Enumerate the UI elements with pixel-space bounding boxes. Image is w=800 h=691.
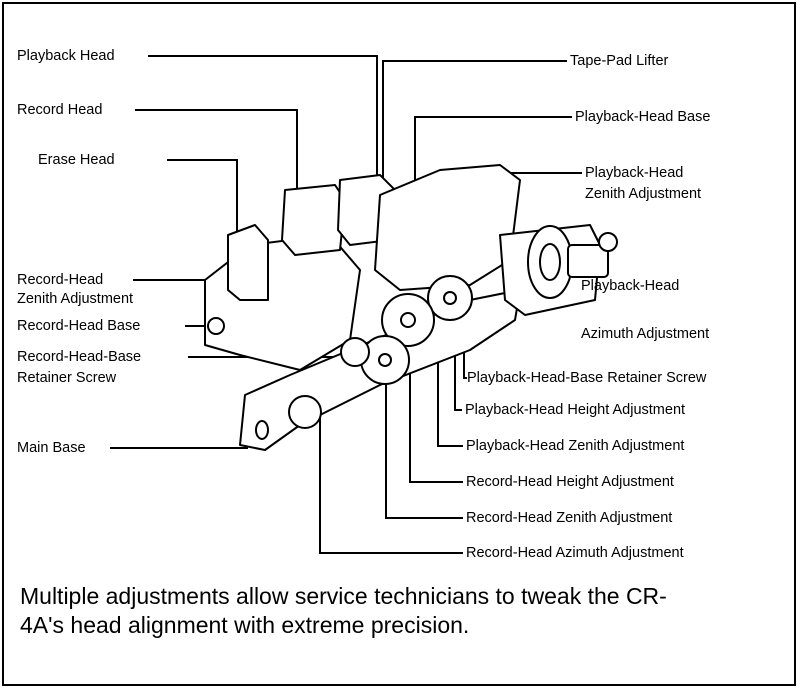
label-record-head-base-retainer-2: Retainer Screw — [17, 370, 117, 386]
label-erase-head: Erase Head — [38, 152, 115, 168]
label-record-head-azimuth: Record-Head Azimuth Adjustment — [466, 545, 684, 561]
label-main-base: Main Base — [17, 440, 86, 456]
gear-record-azimuth — [288, 395, 322, 429]
label-record-head-zenith: Record-Head Zenith Adjustment — [466, 510, 673, 526]
leader-record-head — [135, 109, 298, 195]
erase-head-body — [227, 224, 269, 301]
label-record-head: Record Head — [17, 102, 103, 118]
label-record-head-base-retainer-1: Record-Head-Base — [17, 349, 142, 365]
label-record-head-base: Record-Head Base — [17, 318, 141, 334]
label-playback-head-zenith-adj-top-2: Zenith Adjustment — [585, 186, 702, 202]
label-playback-head-base-retainer: Playback-Head-Base Retainer Screw — [467, 370, 707, 386]
label-record-head-zenith-adj-1: Record-Head — [17, 272, 104, 288]
figure-caption: Multiple adjustments allow service techn… — [20, 583, 667, 638]
label-playback-head-azimuth-2: Azimuth Adjustment — [581, 326, 710, 342]
leader-record-azimuth — [319, 415, 463, 554]
gear-record-base-retainer — [340, 337, 370, 367]
label-tape-pad-lifter: Tape-Pad Lifter — [570, 53, 669, 69]
record-head-housing — [281, 184, 346, 256]
leader-tape-pad — [382, 60, 567, 225]
leader-playback-head — [148, 55, 378, 205]
leader-playback-base — [414, 116, 572, 190]
label-playback-head-zenith-adj-top-1: Playback-Head — [585, 165, 684, 181]
label-playback-head-base: Playback-Head Base — [575, 109, 711, 125]
label-playback-head-height: Playback-Head Height Adjustment — [465, 402, 686, 418]
leader-erase-head — [167, 159, 238, 265]
leader-record-zenith-bottom — [385, 365, 463, 519]
label-playback-head: Playback Head — [17, 48, 115, 64]
label-record-head-zenith-adj-2: Zenith Adjustment — [17, 291, 134, 307]
playback-head-base-plate — [374, 164, 521, 291]
label-playback-head-zenith: Playback-Head Zenith Adjustment — [466, 438, 685, 454]
record-base-screw — [207, 317, 225, 335]
label-record-head-height: Record-Head Height Adjustment — [466, 474, 674, 490]
leader-record-height — [409, 330, 463, 483]
label-playback-head-azimuth-1: Playback-Head — [581, 278, 680, 294]
